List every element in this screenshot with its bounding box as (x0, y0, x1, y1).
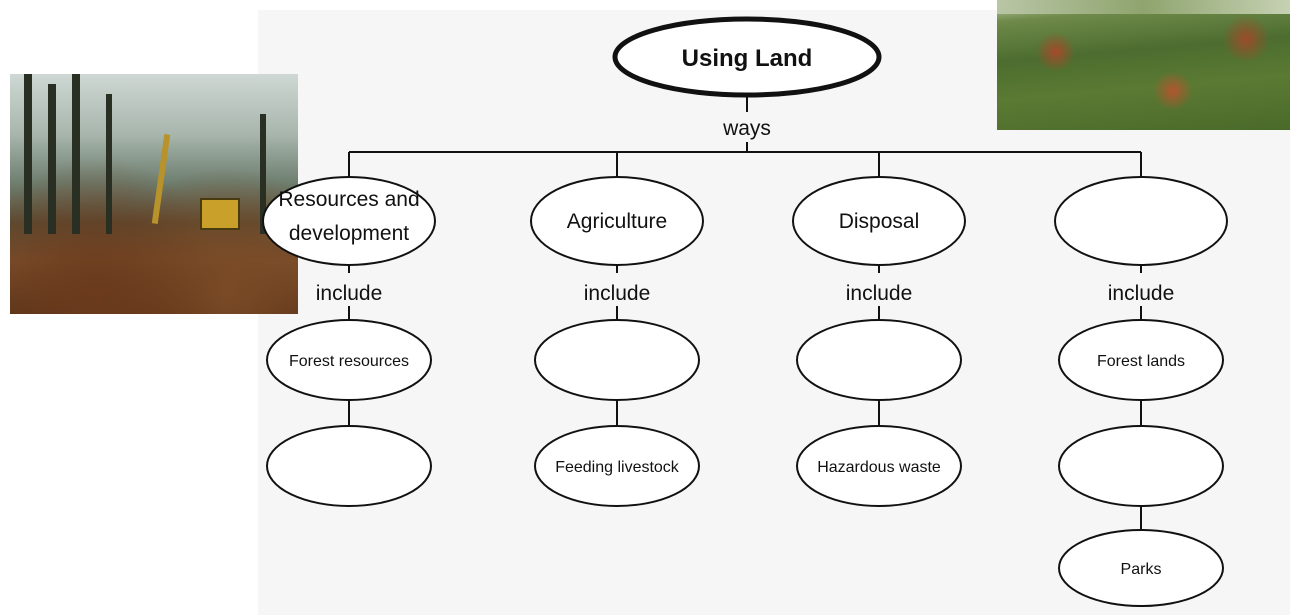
leaf-node-forest-lands: Forest lands (1058, 319, 1224, 401)
main-node: Using Land (612, 16, 882, 98)
leaf-node-forest-resources: Forest resources (266, 319, 432, 401)
link-include: include (316, 282, 383, 305)
category-label-line-1: Resources and (278, 188, 419, 211)
leaf-label: Hazardous waste (817, 459, 941, 476)
leaf-label: Feeding livestock (555, 459, 680, 476)
leaf-node-blank[interactable] (796, 319, 962, 401)
photo-logging-site (10, 74, 298, 314)
link-include: include (584, 282, 651, 305)
category-node-blank[interactable] (1054, 176, 1228, 266)
category-label: Disposal (839, 210, 920, 233)
link-include: include (846, 282, 913, 305)
leaf-node-hazardous-waste: Hazardous waste (796, 425, 962, 507)
leaf-node-blank[interactable] (266, 425, 432, 507)
main-title: Using Land (682, 45, 813, 72)
leaf-node-blank[interactable] (534, 319, 700, 401)
leaf-label: Forest resources (289, 353, 409, 370)
leaf-label: Parks (1121, 561, 1162, 578)
category-label-line-2: development (289, 222, 409, 245)
connector-lines (348, 96, 1142, 532)
category-node-resources: Resources and development (262, 176, 436, 266)
leaf-node-blank[interactable] (1058, 425, 1224, 507)
photo-farm-field (997, 0, 1290, 130)
category-label: Agriculture (567, 210, 667, 233)
link-ways: ways (722, 117, 771, 140)
link-include: include (1108, 282, 1175, 305)
category-node-disposal: Disposal (792, 176, 966, 266)
leaf-node-feeding-livestock: Feeding livestock (534, 425, 700, 507)
category-node-agriculture: Agriculture (530, 176, 704, 266)
leaf-node-parks: Parks (1058, 529, 1224, 607)
leaf-label: Forest lands (1097, 353, 1185, 370)
